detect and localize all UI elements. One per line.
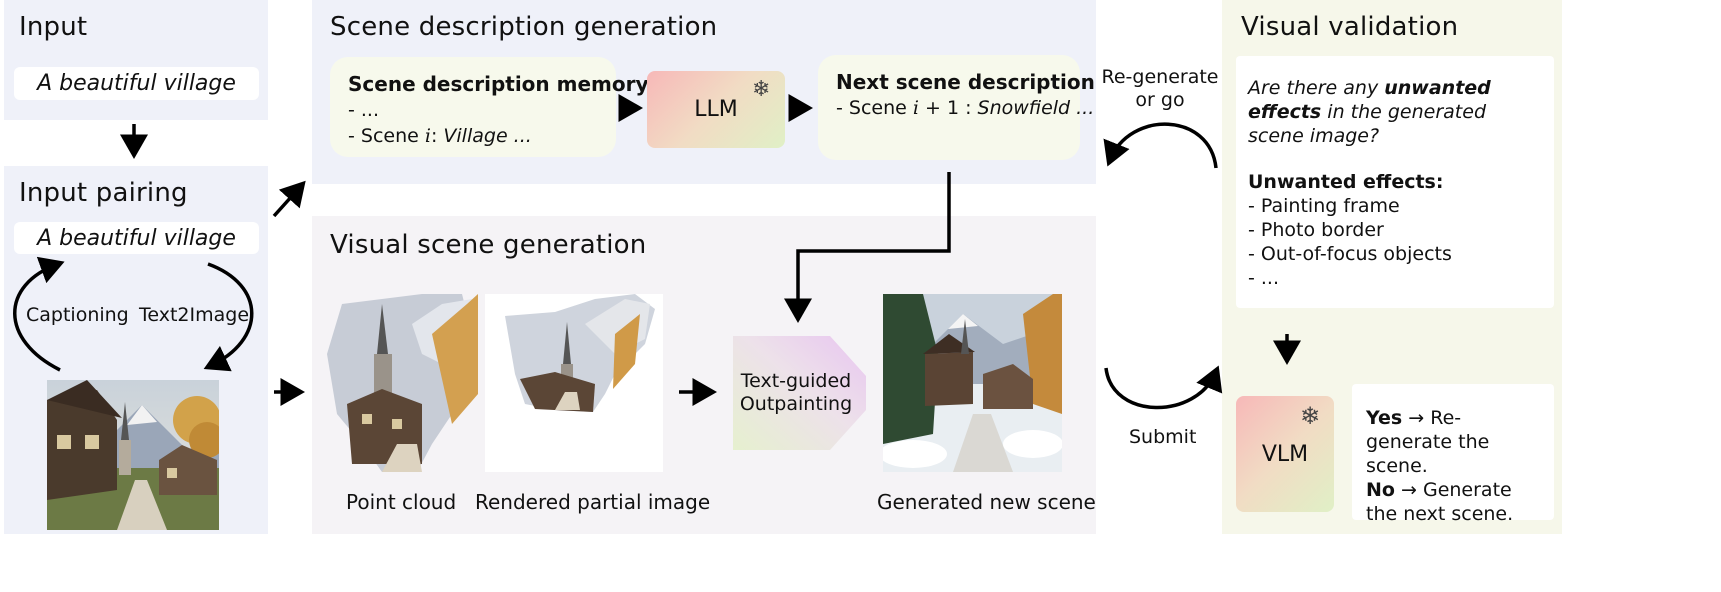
scene-memory-line2: - Scene i: Village ... — [348, 123, 598, 149]
scene-memory-line1: - ... — [348, 99, 380, 121]
point-cloud-art — [327, 294, 478, 472]
vlm-snowflake-icon: ❄ — [1300, 402, 1321, 430]
outpainting-label-line1: Text-guided — [740, 370, 852, 392]
vlm-no-bold: No — [1366, 479, 1395, 501]
next-scene-var: i — [912, 97, 919, 119]
unwanted-effect-item: - ... — [1248, 267, 1280, 289]
vlm-yes-bold: Yes — [1366, 407, 1403, 429]
scene-memory-title: Scene description memory — [348, 72, 649, 96]
vlm-yes-text: → Re-generate the scene. — [1366, 407, 1490, 477]
captioning-label: Captioning — [26, 304, 129, 326]
validation-question: Are there any unwanted effects in the ge… — [1248, 76, 1542, 148]
pairing-prompt: A beautiful village — [14, 222, 259, 254]
vlm-label: VLM — [1261, 441, 1309, 467]
point-cloud-label: Point cloud — [346, 490, 457, 514]
validation-question-bold: unwanted effects — [1248, 77, 1491, 123]
submit-label: Submit — [1129, 426, 1197, 448]
village-image — [47, 380, 219, 530]
rendered-partial-art — [505, 294, 655, 412]
regenerate-label-line1: Re-generate — [1101, 66, 1219, 88]
llm-box: LLM — [647, 71, 785, 148]
validation-question-post: in the generated scene image? — [1248, 101, 1487, 147]
vlm-decision-card: Yes → Re-generate the scene. No → Genera… — [1352, 384, 1554, 525]
arrow-regenerate-arc — [1103, 122, 1218, 169]
rendered-partial-image — [485, 294, 663, 472]
unwanted-effect-item: - Photo border — [1248, 219, 1384, 241]
vlm-no-line: No → Generate the next scene. — [1366, 478, 1540, 526]
validation-question-card: Are there any unwanted effects in the ge… — [1236, 56, 1554, 308]
outpainting-label-line2: Outpainting — [739, 393, 853, 415]
regenerate-label-line2: or go — [1135, 89, 1185, 111]
unwanted-effect-item: - Painting frame — [1248, 195, 1400, 217]
scene-memory-value: Village ... — [443, 125, 532, 147]
outpainting-label: Text-guided Outpainting — [733, 370, 859, 416]
visual-validation-title: Visual validation — [1241, 12, 1459, 42]
next-scene-card: Next scene description - Scene i + 1 : S… — [818, 55, 1095, 160]
next-scene-value: Snowfield ... — [977, 97, 1095, 119]
validation-question-pre: Are there any — [1248, 77, 1385, 99]
regenerate-label: Re-generate or go — [1100, 66, 1220, 112]
arrow-submit-arc — [1104, 365, 1223, 410]
point-cloud-image — [322, 294, 478, 474]
scene-memory-var: i — [424, 125, 431, 147]
next-scene-suffix: + 1 : — [918, 97, 978, 119]
generated-scene-label: Generated new scene — [877, 490, 1096, 514]
outpainting-shape — [733, 336, 866, 450]
llm-label: LLM — [694, 97, 738, 122]
llm-snowflake-icon: ❄ — [752, 77, 771, 102]
input-panel — [4, 0, 268, 120]
vlm-no-text: → Generate the next scene. — [1366, 479, 1514, 525]
input-pairing-title: Input pairing — [19, 178, 188, 208]
next-scene-prefix: - Scene — [836, 97, 913, 119]
next-scene-title: Next scene description — [836, 70, 1095, 94]
outpainting-box: Text-guided Outpainting — [733, 336, 866, 450]
scene-description-title: Scene description generation — [330, 12, 718, 42]
scene-memory-sep: : — [430, 125, 444, 147]
visual-scene-generation-title: Visual scene generation — [330, 230, 647, 260]
unwanted-effect-item: - Out-of-focus objects — [1248, 243, 1452, 265]
scene-memory-prefix: - Scene — [348, 125, 425, 147]
input-prompt: A beautiful village — [14, 67, 259, 100]
vlm-yes-line: Yes → Re-generate the scene. — [1366, 406, 1540, 478]
generated-scene-image — [883, 294, 1062, 472]
rendered-partial-label: Rendered partial image — [475, 490, 711, 514]
generated-scene-art — [883, 294, 1062, 472]
scene-memory-card: Scene description memory - ... - Scene i… — [330, 57, 649, 157]
input-title: Input — [19, 12, 88, 42]
text2image-label: Text2Image — [139, 304, 250, 326]
next-scene-line: - Scene i + 1 : Snowfield ... — [836, 95, 1094, 121]
unwanted-effects-title: Unwanted effects: — [1248, 171, 1444, 193]
village-image-art — [47, 380, 219, 530]
arrow-pairing-to-scene-desc — [272, 180, 306, 218]
vlm-box: VLM — [1236, 396, 1334, 512]
